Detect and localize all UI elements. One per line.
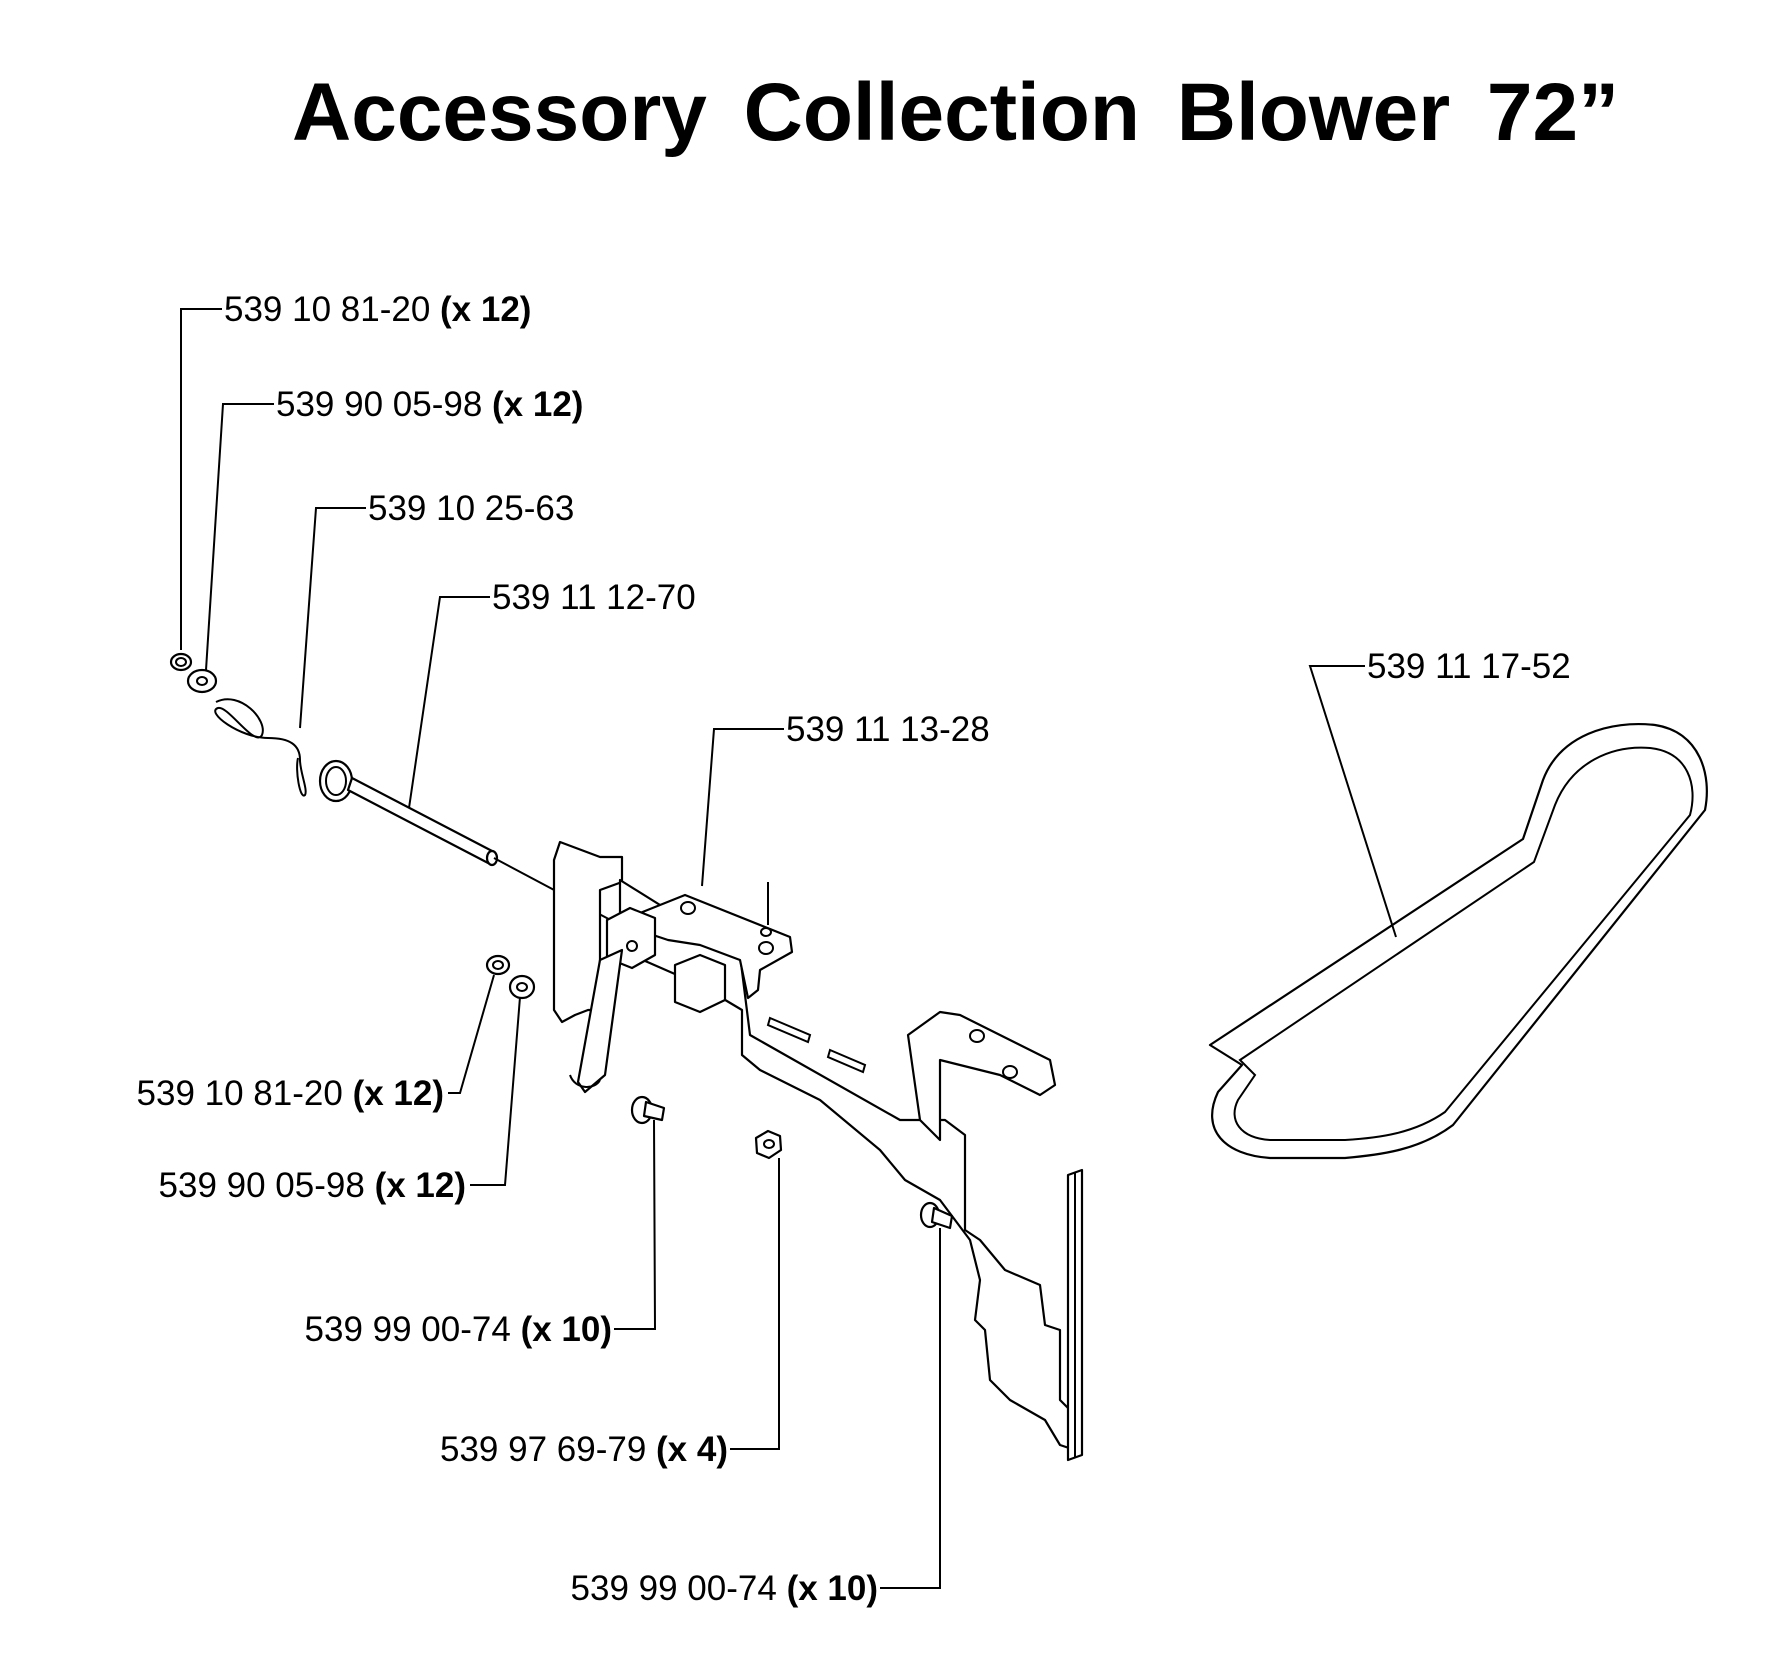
leader-line-1 xyxy=(180,308,222,650)
quantity: (x 12) xyxy=(375,1166,466,1205)
quantity: (x 10) xyxy=(787,1569,878,1608)
page-title: Accessory Collection Blower 72” xyxy=(292,67,1619,158)
part-number: 539 99 00-74 xyxy=(305,1310,511,1349)
leader-line-6 xyxy=(1308,665,1397,938)
callout-11: 539 99 00-74 (x 10) xyxy=(571,1569,878,1608)
lock-nut-upper xyxy=(169,652,193,672)
callout-1: 539 10 81-20 (x 12) xyxy=(224,290,531,329)
part-number: 539 90 05-98 xyxy=(159,1166,365,1205)
callout-7: 539 10 81-20 (x 12) xyxy=(137,1074,444,1113)
washer-middle xyxy=(508,974,536,1000)
leader-line-4 xyxy=(408,596,490,809)
part-number: 539 11 12-70 xyxy=(492,578,696,617)
callout-10: 539 97 69-79 (x 4) xyxy=(440,1430,728,1469)
hex-nut-center xyxy=(754,1129,783,1160)
leader-line-9 xyxy=(614,1119,657,1330)
leader-line-3 xyxy=(299,507,366,729)
part-number: 539 10 81-20 xyxy=(137,1074,343,1113)
leader-line-10 xyxy=(730,1158,780,1450)
callout-5: 539 11 13-28 xyxy=(786,710,990,749)
callout-3: 539 10 25-63 xyxy=(368,489,574,528)
drive-belt xyxy=(1208,723,1708,1160)
callout-8: 539 90 05-98 (x 12) xyxy=(159,1166,466,1205)
leader-line-5 xyxy=(701,728,784,887)
part-number: 539 11 17-52 xyxy=(1367,647,1571,686)
chute-bracket xyxy=(552,840,1084,1462)
callout-4: 539 11 12-70 xyxy=(492,578,696,617)
part-number: 539 10 25-63 xyxy=(368,489,574,528)
part-number: 539 97 69-79 xyxy=(440,1430,646,1469)
lanyard xyxy=(214,698,307,797)
lock-nut-middle xyxy=(485,954,511,976)
callout-9: 539 99 00-74 (x 10) xyxy=(305,1310,612,1349)
leader-line-8 xyxy=(470,996,521,1186)
leader-line-11 xyxy=(880,1228,941,1589)
callout-2: 539 90 05-98 (x 12) xyxy=(276,385,583,424)
bolt-right xyxy=(919,1201,954,1230)
leader-line-7 xyxy=(448,974,495,1094)
part-number: 539 90 05-98 xyxy=(276,385,482,424)
part-number: 539 11 13-28 xyxy=(786,710,990,749)
leader-line-2 xyxy=(205,403,274,671)
part-number: 539 99 00-74 xyxy=(571,1569,777,1608)
bolt-left xyxy=(630,1095,666,1125)
callout-6: 539 11 17-52 xyxy=(1367,647,1571,686)
quantity: (x 12) xyxy=(353,1074,444,1113)
quantity: (x 12) xyxy=(492,385,583,424)
part-number: 539 10 81-20 xyxy=(224,290,430,329)
quantity: (x 10) xyxy=(521,1310,612,1349)
quantity: (x 12) xyxy=(440,290,531,329)
quantity: (x 4) xyxy=(656,1430,728,1469)
washer-upper xyxy=(186,668,218,694)
